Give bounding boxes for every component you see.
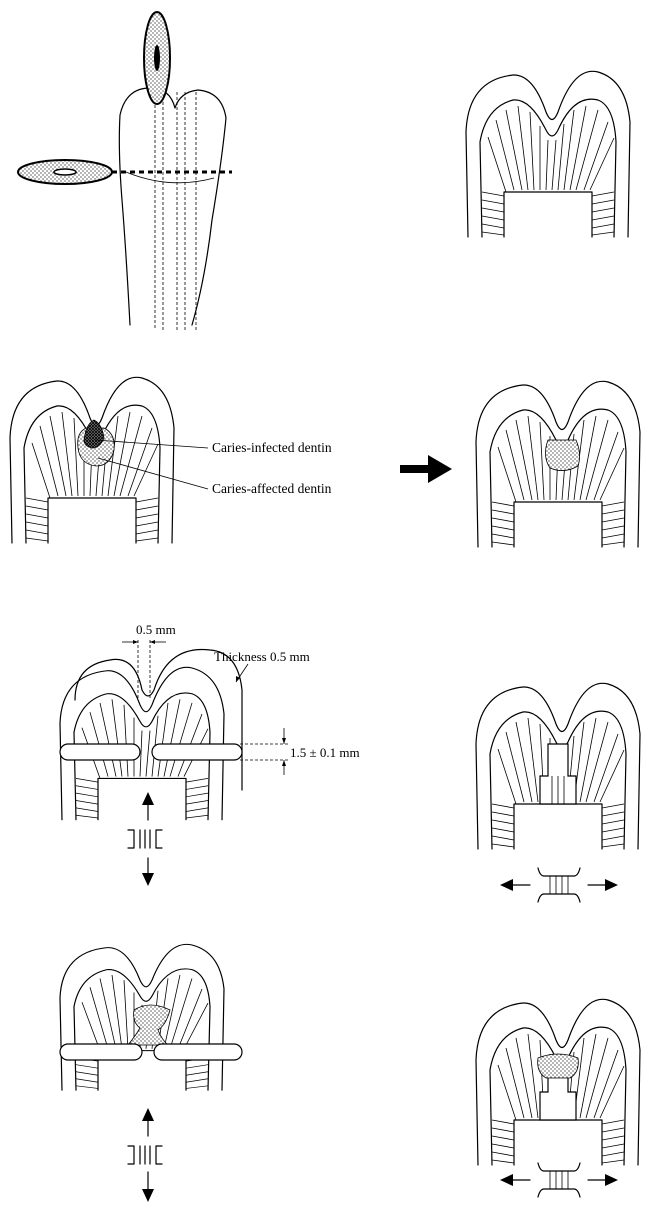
panel-f-dumbbell-specimen [476, 683, 640, 849]
remaining-affected-dentin [545, 440, 579, 471]
caries-infected-dentin-region [84, 420, 104, 448]
panel-h-carious-dumbbell [476, 999, 640, 1165]
panel-b-sectioned-tooth [466, 71, 630, 237]
panel-d-excavated-tooth [476, 381, 640, 547]
panel-e-trimmed-specimen: 0.5 mm Thickness 0.5 mm 1.5 ± 0.1 mm [60, 622, 360, 886]
gap-dimension-label: 0.5 mm [136, 622, 176, 637]
cej-line [126, 172, 214, 183]
tension-arrows-g [128, 1108, 162, 1202]
panel-a-tooth-cutting [18, 12, 232, 330]
premolar-outline [119, 88, 226, 325]
vertical-cut-lines [155, 92, 196, 330]
process-arrow [400, 455, 452, 483]
panel-g-carious-specimen [60, 944, 242, 1202]
tension-arrows-e [128, 792, 162, 886]
vertical-saw-disc [144, 12, 170, 104]
tension-arrows-f [500, 868, 618, 902]
thickness-label: Thickness 0.5 mm [214, 649, 310, 664]
horizontal-saw-disc [18, 160, 112, 184]
tension-arrows-h [500, 1163, 618, 1197]
height-dimension-label: 1.5 ± 0.1 mm [290, 745, 360, 760]
panel-c-carious-tooth [10, 377, 174, 543]
affected-dentin-dumbbell [538, 1054, 579, 1078]
caries-affected-label: Caries-affected dentin [212, 481, 332, 496]
caries-infected-label: Caries-infected dentin [212, 440, 332, 455]
leader-line-affected [98, 458, 208, 489]
